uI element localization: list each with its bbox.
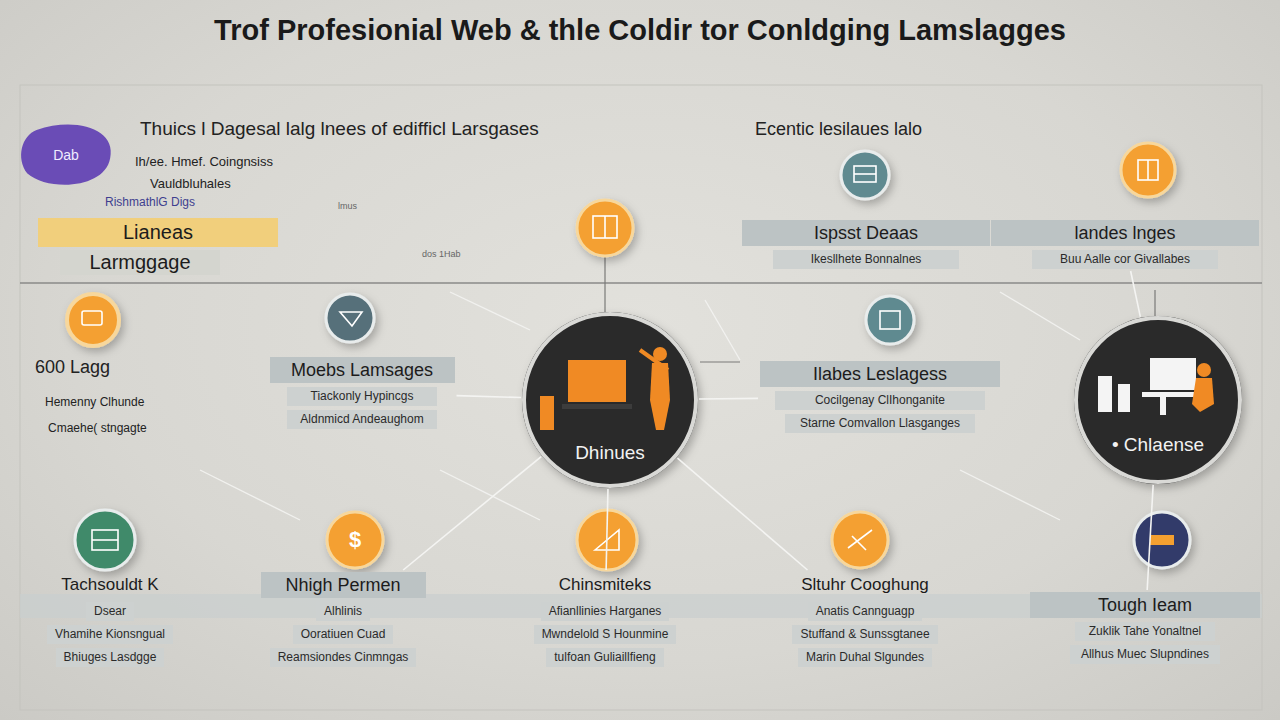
node-heading: Lianeas [38,218,278,247]
node-heading: Larmggage [60,250,220,275]
node-heading: Tachsouldt K [53,572,166,598]
connector-line [457,396,522,398]
blob-node: Dab [20,122,112,188]
connector-line [1131,271,1141,317]
connector-line [677,458,807,570]
node-detail: Buu Aalle cor Givallabes [1032,250,1218,269]
node-detail: Ooratiuen Cuad [293,625,394,644]
connector-line [606,489,608,570]
heading-band: Ispsst DeaasIkesllhete Bonnalnes [742,220,990,269]
node-heading: Chinsmiteks [551,572,660,598]
note-label: Hemenny Clhunde [45,395,144,409]
hub-circle: Dhinues [522,312,698,488]
connector-line [403,457,541,570]
heading-band: Moebs LamsagesTiackonly HypincgsAldnmicd… [270,357,455,429]
node-heading: Moebs Lamsages [270,357,455,383]
hub-circle: • Chlaense [1074,316,1242,484]
node-detail: Marin Duhal Slgundes [798,648,932,667]
note-label: Ecentic lesilaues lalo [755,119,922,140]
node-detail: Afianllinies Harganes [541,602,670,621]
panel-frame [20,85,1262,710]
node-detail: Reamsiondes Cinmngas [270,648,417,667]
node-heading: Dab [53,147,79,163]
note-label: 600 Lagg [35,357,110,378]
note-label: Vauldbluhales [150,176,231,191]
heading-band: landes lngesBuu Aalle cor Givallabes [991,220,1259,269]
node-heading: • Chlaense [1112,434,1204,456]
node-heading: Sltuhr Cooghung [793,572,937,598]
node-detail: Allhus Muec Slupndines [1070,645,1220,664]
icon-glyph [1150,535,1174,545]
node-detail: Cocilgenay ClIhonganite [775,391,985,410]
note-label: Ih/ee. Hmef. Coingnsiss [135,154,273,169]
note-label: Thuics l Dagesal lalg lnees of edifficl … [140,118,539,140]
connector-line [699,398,758,400]
circle-outline [1074,316,1242,484]
diagram-title: Trof Profesionial Web & thle Coldir tor … [0,14,1280,47]
node-detail: Dsear [86,602,134,621]
node-detail: Bhiuges Lasdgge [56,648,165,667]
topic-block: Tough IeamZuklik Tahe YonaltnelAllhus Mu… [1030,592,1260,664]
node-heading: Nhigh Permen [261,572,426,598]
node-heading: Ispsst Deaas [742,220,990,246]
node-heading: Dhinues [575,442,645,464]
stem-lines [605,257,1155,362]
topic-block: Nhigh PermenAlhlinisOoratiuen CuadReamsi… [261,572,426,667]
note-label: lmus [338,201,357,211]
node-heading: Ilabes Leslagess [760,361,1000,387]
hub-circles [522,312,1242,488]
note-label: RishmathlG Digs [105,195,195,209]
node-detail: Ikesllhete Bonnalnes [773,250,959,269]
node-detail: Zuklik Tahe Yonaltnel [1075,622,1215,641]
node-detail: Vhamihe Kionsngual [47,625,173,644]
topic-block: ChinsmiteksAfianllinies HarganesMwndelol… [534,572,677,667]
node-detail: tulfoan Guliaillfieng [546,648,663,667]
note-label: dos 1Hab [422,249,461,259]
topic-block: Sltuhr CooghungAnatis CannguagpStuffand … [792,572,937,667]
heading-band: Ilabes LeslagessCocilgenay ClIhonganiteS… [760,361,1000,433]
node-heading: landes lnges [991,220,1259,246]
node-heading: Tough Ieam [1030,592,1260,618]
node-detail: Alhlinis [316,602,370,621]
node-detail: Tiackonly Hypincgs [287,387,437,406]
label-band: Larmggage [60,250,220,275]
node-detail: Starne Comvallon Llasganges [785,414,975,433]
network-lines [200,292,1080,520]
node-detail: Aldnmicd Andeaughom [287,410,437,429]
node-detail: Mwndelold S Hounmine [534,625,677,644]
hub-illustration [540,347,670,430]
icon-circles [67,143,1190,570]
divider-line [20,282,1262,284]
hub-illustration [1098,358,1214,415]
connector-line [1147,485,1153,590]
icon-symbol: $ [349,527,361,553]
note-label: Cmaehe( stngagte [48,421,147,435]
topic-block: Tachsouldt K DsearVhamihe KionsngualBhiug… [47,572,173,667]
node-detail: Stuffand & Sunssgtanee [792,625,937,644]
node-detail: Anatis Cannguagp [808,602,923,621]
highlight-band: Lianeas [38,218,278,247]
